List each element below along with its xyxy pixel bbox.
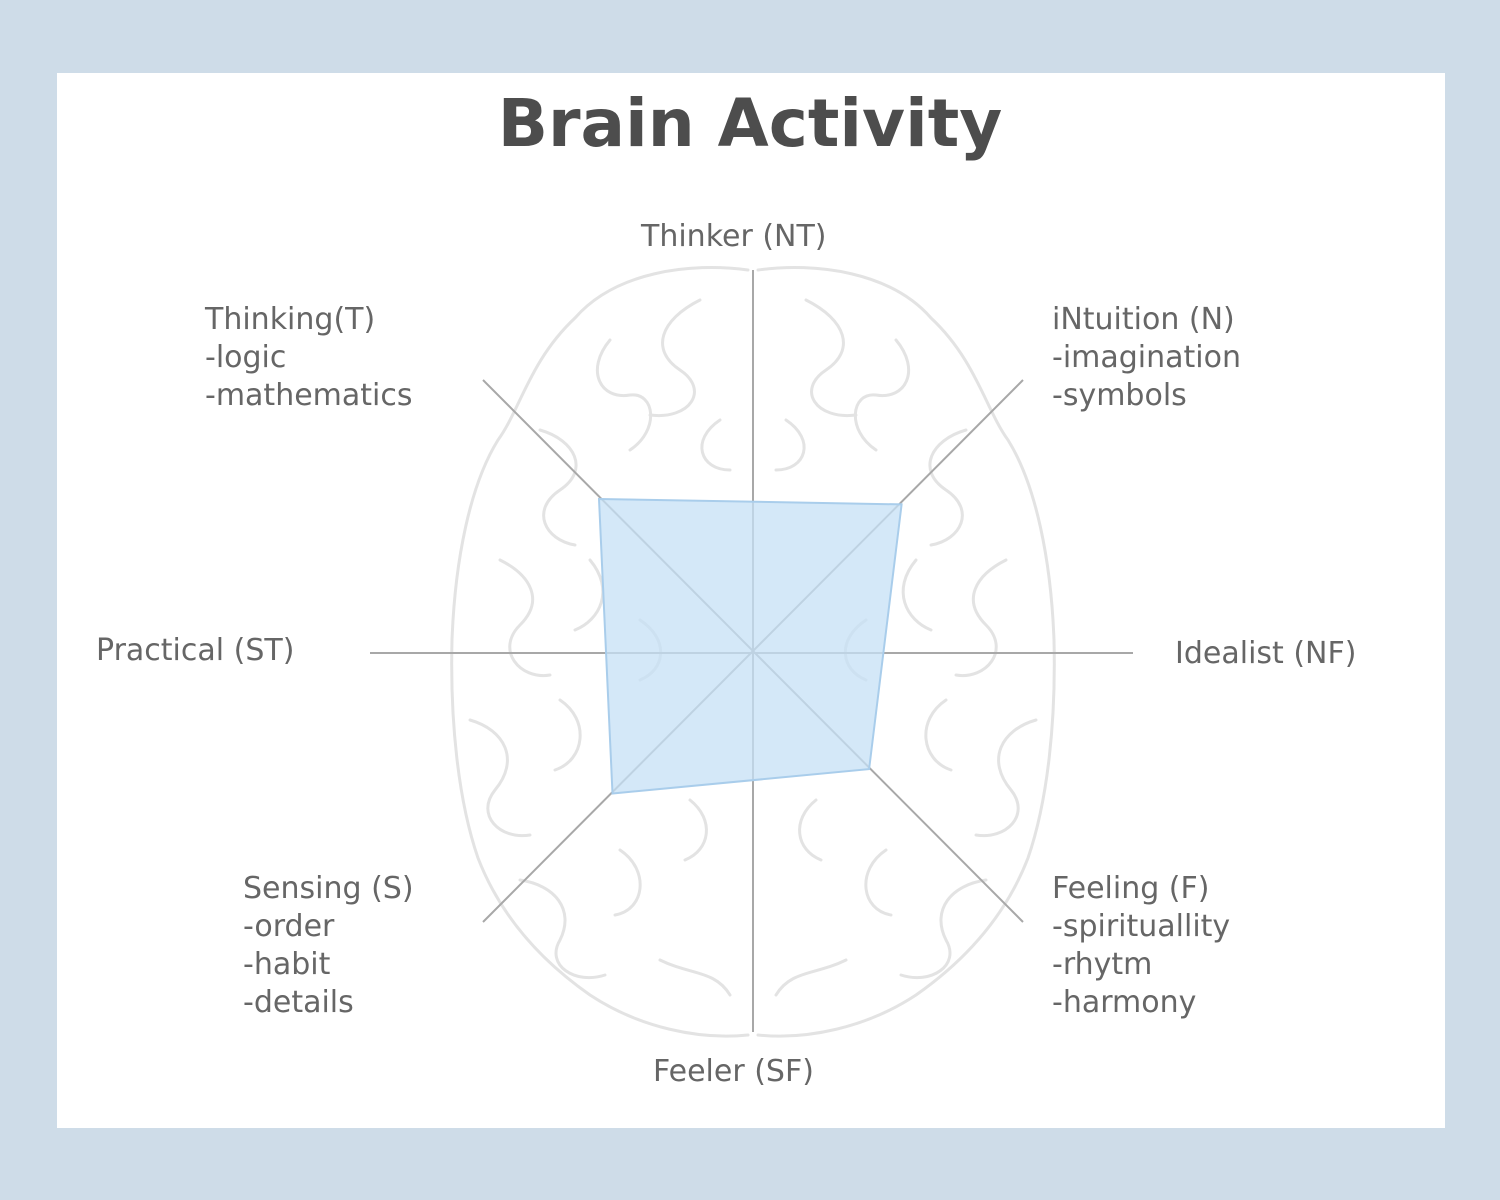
quadrant-item: -details [243, 985, 354, 1020]
axis-label-bottom: Feeler (SF) [653, 1054, 814, 1089]
axis-label-top: Thinker (NT) [641, 219, 827, 254]
quadrant-item: -mathematics [205, 378, 413, 413]
quadrant-heading: iNtuition (N) [1052, 302, 1235, 337]
quadrant-heading: Feeling (F) [1052, 871, 1210, 906]
quadrant-heading: Sensing (S) [243, 871, 414, 906]
quadrant-item: -harmony [1052, 985, 1197, 1020]
quadrant-item: -spirituallity [1052, 909, 1231, 944]
axis-label-left: Practical (ST) [96, 633, 295, 668]
brain-icon [450, 266, 1056, 1038]
diagram-title: Brain Activity [497, 85, 1003, 162]
quadrant-thinking: Thinking(T) -logic -mathematics [205, 301, 413, 415]
quadrant-item: -imagination [1052, 340, 1242, 375]
quadrant-feeling: Feeling (F) -spirituallity -rhytm -harmo… [1052, 870, 1230, 1022]
quadrant-item: -logic [205, 340, 287, 375]
quadrant-item: -order [243, 909, 335, 944]
quadrant-sensing: Sensing (S) -order -habit -details [243, 870, 414, 1022]
quadrant-item: -rhytm [1052, 947, 1153, 982]
quadrant-item: -habit [243, 947, 331, 982]
axis-label-right: Idealist (NF) [1175, 636, 1357, 671]
activity-area [597, 497, 903, 795]
quadrant-item: -symbols [1052, 378, 1187, 413]
quadrant-heading: Thinking(T) [205, 302, 376, 337]
quadrant-intuition: iNtuition (N) -imagination -symbols [1052, 301, 1241, 415]
